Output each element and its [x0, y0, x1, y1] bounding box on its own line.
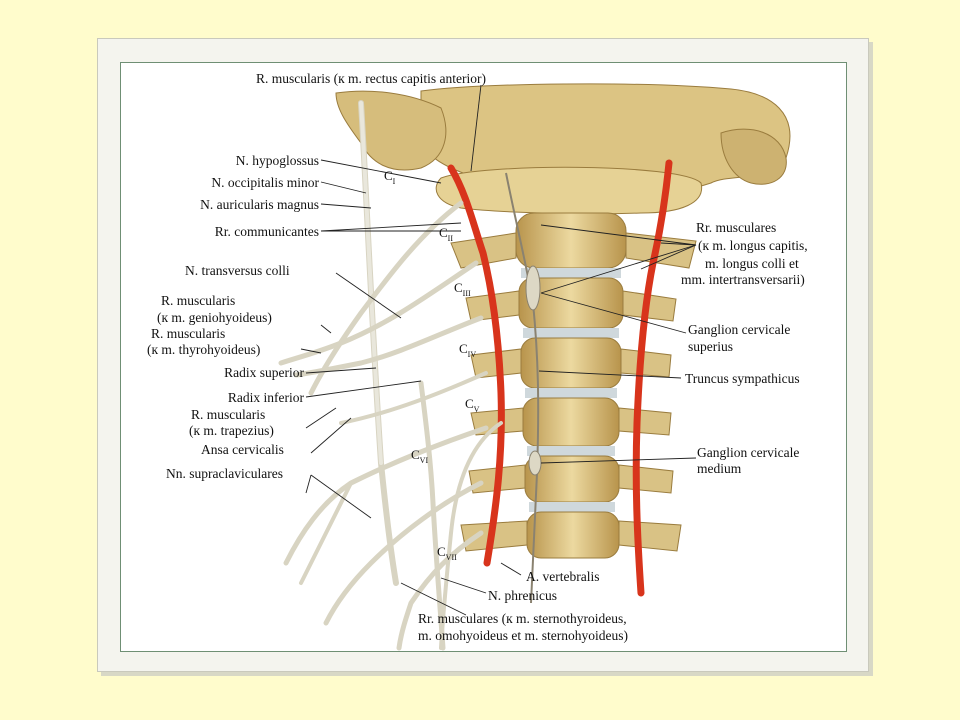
superior-ganglion	[525, 265, 541, 311]
label-rr-musculares-sterno: Rr. musculares (к m. sternothyroideus,	[418, 611, 627, 626]
label-ganglion-cervicale-superius: Ganglion cervicale	[688, 322, 791, 337]
label-r-muscularis-trap: R. muscularis	[191, 407, 266, 422]
label-rr-musculares: Rr. musculares	[696, 220, 777, 235]
label-mm-intertransversarii: mm. intertransversarii)	[681, 272, 805, 287]
label-n-auricularis-magnus: N. auricularis magnus	[200, 197, 319, 212]
label-m-longus-colli: m. longus colli et	[705, 256, 799, 271]
vertebral-artery-left	[447, 164, 505, 567]
label-superius: superius	[688, 339, 733, 354]
label-radix-superior: Radix superior	[224, 365, 304, 380]
label-nn-supraclaviculares: Nn. supraclaviculares	[166, 466, 283, 481]
label-r-muscularis-rectus: R. muscularis (к m. rectus capitis anter…	[256, 71, 486, 86]
label-k-m-thyrohyoideus: (к m. thyrohyoideus)	[147, 342, 261, 357]
label-radix-inferior: Radix inferior	[227, 390, 304, 405]
sympathetic-trunk	[505, 172, 540, 604]
label-c7: CVII	[437, 544, 457, 562]
skull-right	[720, 128, 787, 185]
label-c6: CVI	[411, 447, 429, 465]
label-n-transversus-colli: N. transversus colli	[185, 263, 290, 278]
label-k-m-geniohyoideus: (к m. geniohyoideus)	[157, 310, 272, 325]
label-k-m-trapezius: (к m. trapezius)	[189, 423, 274, 438]
label-a-vertebralis: A. vertebralis	[526, 569, 600, 584]
vertebral-artery-right	[632, 159, 673, 597]
label-c4: CIV	[459, 341, 477, 359]
middle-ganglion	[528, 450, 542, 476]
label-medium: medium	[697, 461, 742, 476]
label-c1: CI	[384, 168, 396, 186]
cervical-plexus-drawing	[278, 83, 791, 651]
label-n-phrenicus: N. phrenicus	[488, 588, 557, 603]
label-ansa-cervicalis: Ansa cervicalis	[201, 442, 284, 457]
skull-left	[335, 90, 447, 171]
label-rr-communicantes: Rr. communicantes	[214, 224, 319, 239]
label-n-occipitalis-minor: N. occipitalis minor	[211, 175, 319, 190]
label-m-omohyoideus: m. omohyoideus et m. sternohyoideus)	[418, 628, 628, 643]
label-k-m-longus-capitis: (к m. longus capitis,	[698, 238, 808, 253]
label-c3: CIII	[454, 280, 471, 298]
vertebral-column	[435, 166, 703, 559]
label-truncus-sympathicus: Truncus sympathicus	[685, 371, 800, 386]
anatomy-illustration: R. muscularis (к m. rectus capitis anter…	[120, 62, 847, 652]
leader-lines	[300, 84, 697, 616]
label-c5: CV	[465, 396, 480, 414]
label-r-muscularis-genio: R. muscularis	[161, 293, 236, 308]
label-r-muscularis-thyro: R. muscularis	[151, 326, 226, 341]
label-ganglion-cervicale-medium: Ganglion cervicale	[697, 445, 800, 460]
label-n-hypoglossus: N. hypoglossus	[235, 153, 319, 168]
cervical-nerves	[278, 100, 503, 651]
label-c2: CII	[439, 225, 453, 243]
